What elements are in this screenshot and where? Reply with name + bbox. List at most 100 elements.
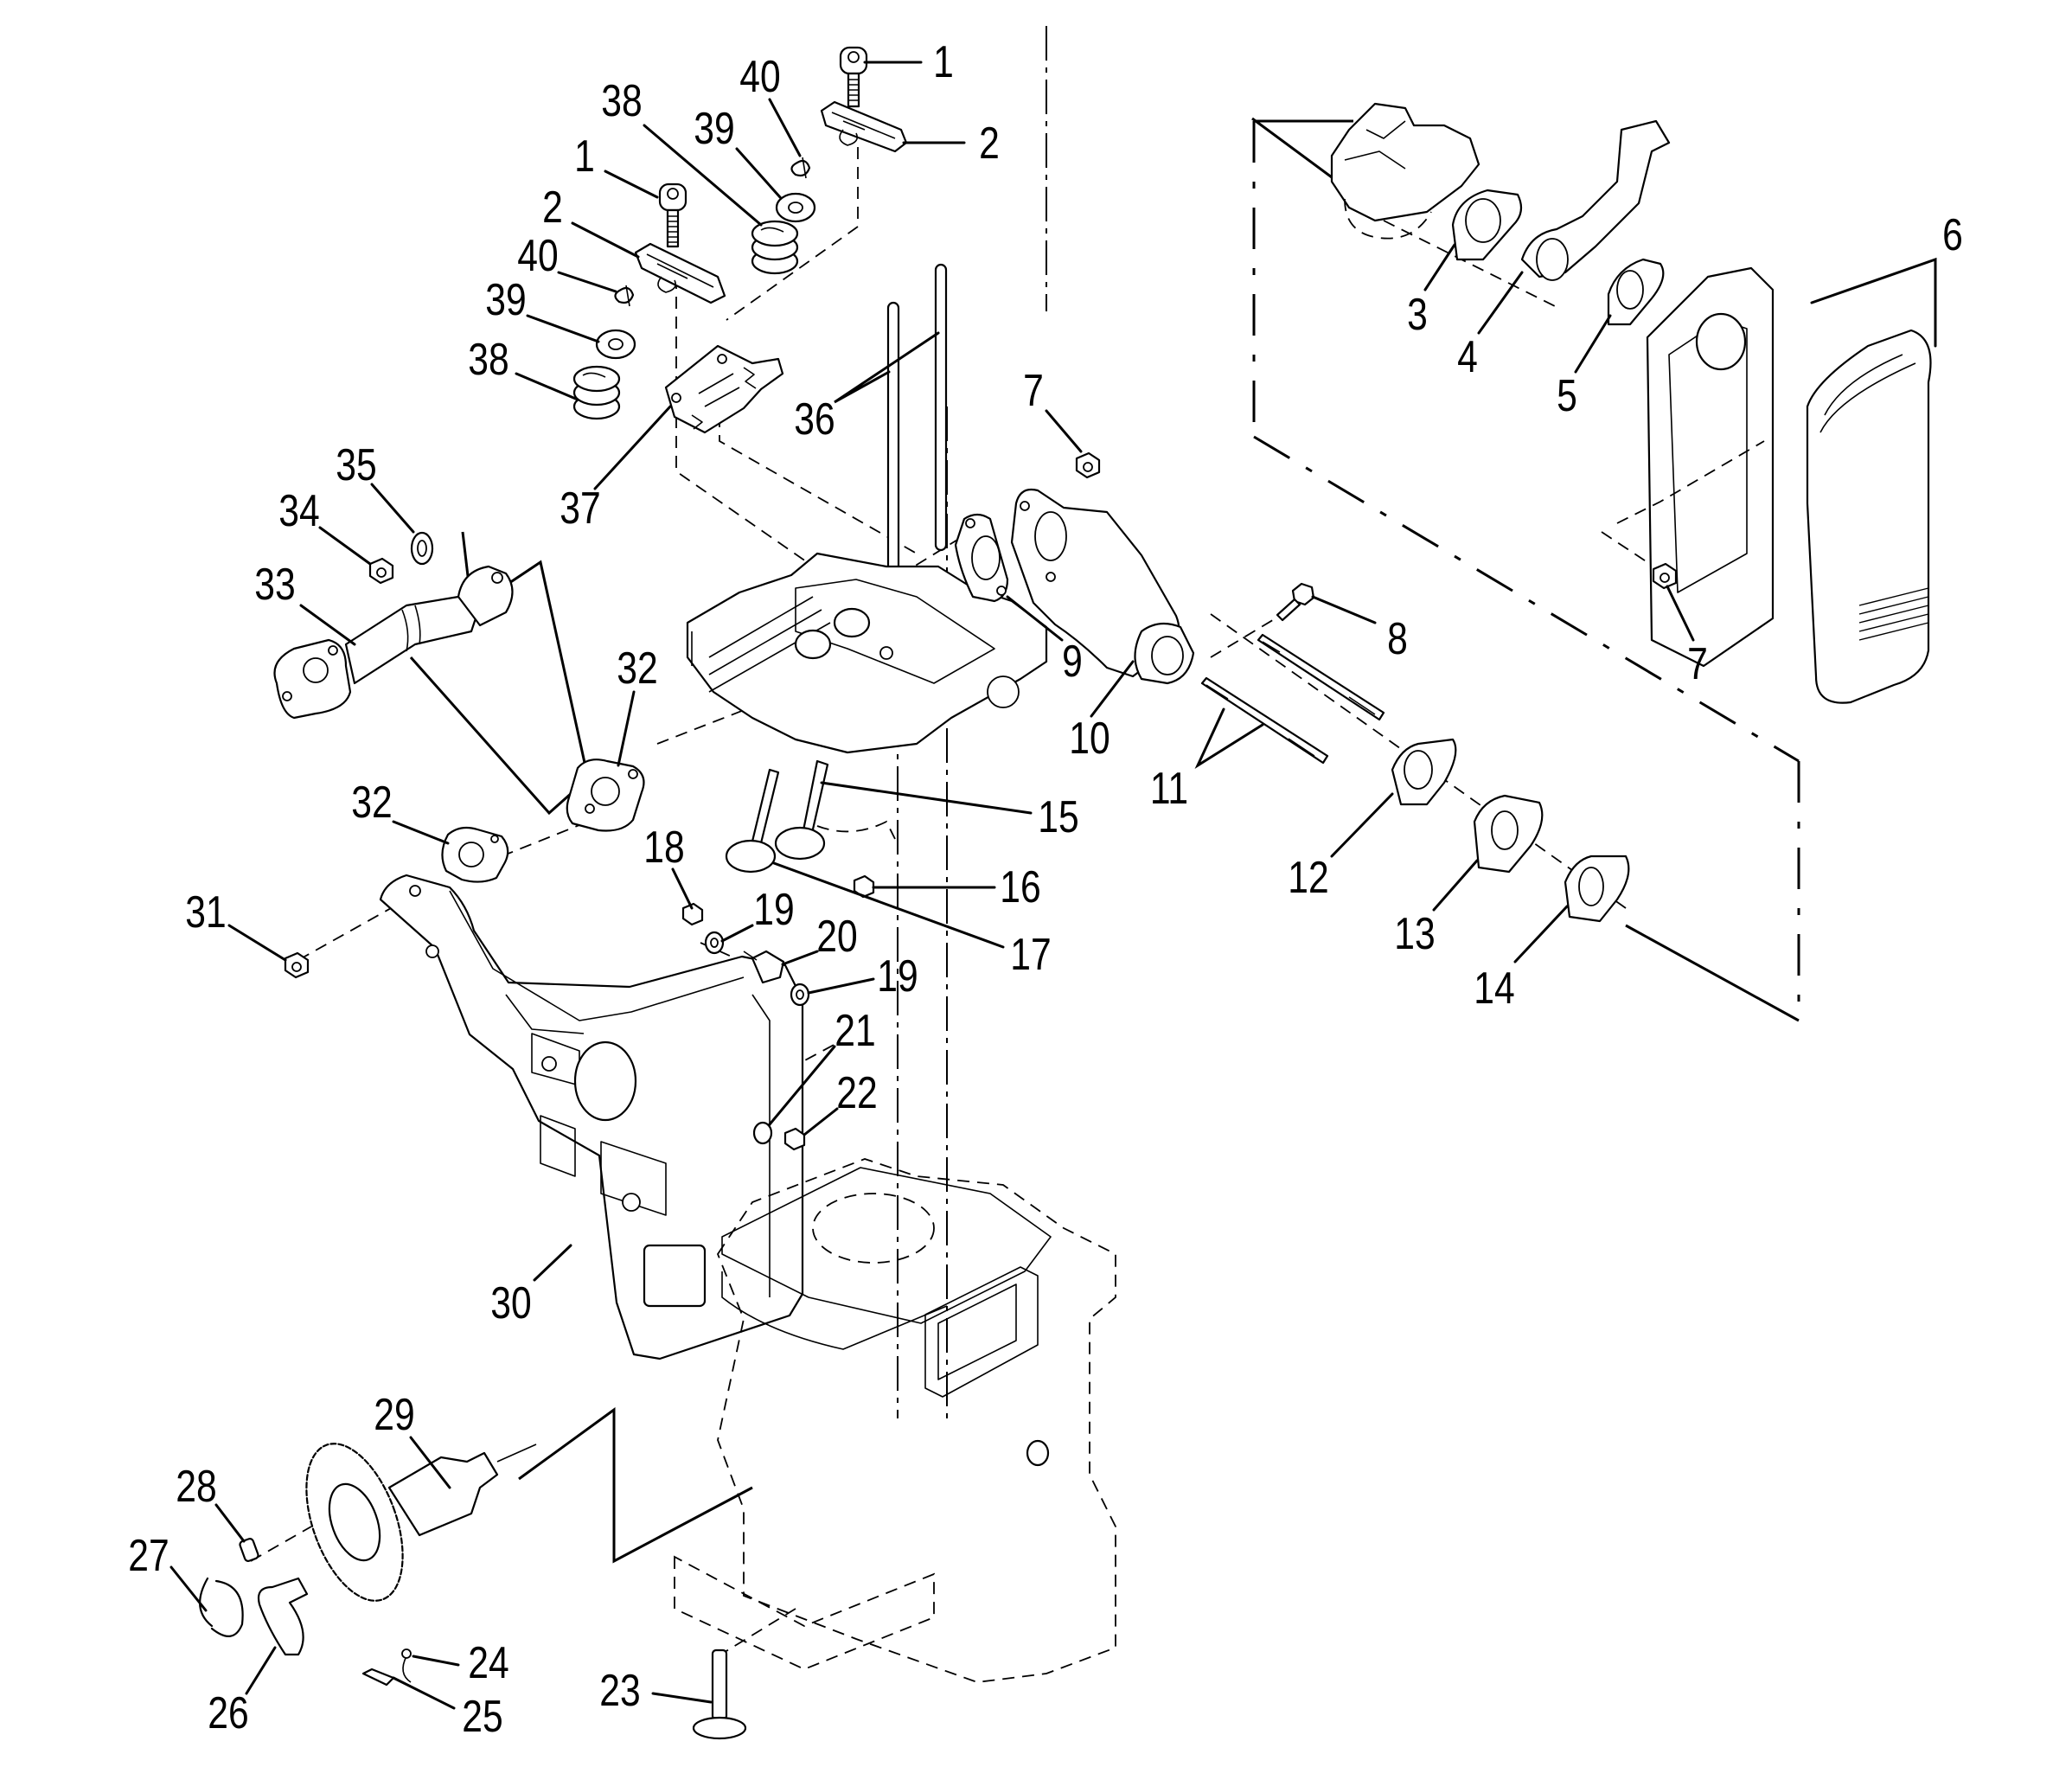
callout-31: 31 (185, 887, 226, 938)
leader-40b (557, 271, 617, 293)
leader-8 (1311, 595, 1377, 624)
muffler-part (379, 874, 804, 1360)
leader-29 (409, 1436, 451, 1489)
bracket-plate-part-4 (1520, 119, 1671, 281)
muffler-nut-guide-line (297, 899, 407, 961)
carburetor-part (1330, 102, 1480, 240)
callout-14: 14 (1474, 963, 1514, 1014)
cylinder-head-part (686, 552, 1048, 754)
callout-21: 21 (835, 1006, 875, 1056)
stud-bolts-part-11 (1200, 633, 1385, 765)
callout-6: 6 (1942, 210, 1963, 260)
intake-manifold-part-10 (1010, 488, 1195, 685)
leader-15 (820, 781, 1033, 815)
rocker-arm-part-upper (820, 100, 908, 153)
air-cleaner-base-part-6 (1616, 266, 1775, 668)
callout-28: 28 (176, 1462, 216, 1512)
stud-part-20 (743, 950, 785, 984)
callout-13: 13 (1394, 909, 1435, 959)
pin-part-28 (239, 1538, 259, 1562)
callout-16: 16 (1000, 862, 1040, 912)
callout-35: 35 (336, 440, 376, 490)
callout-5: 5 (1557, 371, 1577, 421)
valve-lifter-part-23 (692, 1648, 747, 1740)
nut-part-18 (681, 902, 704, 926)
leader-14 (1513, 905, 1569, 963)
callout-7a: 7 (1023, 366, 1044, 416)
callout-25: 25 (462, 1692, 502, 1742)
push-rod-guide-plate-part (664, 344, 784, 434)
leader-20 (781, 950, 819, 966)
callout-15: 15 (1038, 792, 1078, 842)
leader-28 (214, 1503, 246, 1543)
callout-33: 33 (254, 560, 295, 610)
leader-4 (1477, 271, 1524, 335)
leader-lines (169, 61, 1937, 1710)
leader-17 (772, 861, 1005, 949)
valve-spring-part-lower (572, 365, 621, 420)
screw-part-lower (658, 182, 687, 248)
spring-retainer-part-lower (595, 329, 636, 360)
leader-24 (412, 1655, 460, 1667)
flange-nut-part-7b (1652, 562, 1678, 590)
callout-19a: 19 (753, 885, 794, 935)
flange-nut-part-31 (284, 951, 310, 979)
washer-part-35 (410, 531, 434, 566)
valves-part (725, 759, 896, 899)
callout-24: 24 (468, 1638, 508, 1688)
callout-2a: 2 (979, 118, 1000, 169)
leader-37 (593, 405, 672, 490)
exhaust-gasket-part-upper (566, 759, 645, 832)
leader-2b (571, 221, 640, 259)
nut-part-34 (368, 557, 394, 585)
nut-part-22 (783, 1127, 806, 1151)
gasket-exhaust-guide-line (501, 821, 589, 857)
leader-33 (299, 604, 356, 646)
valve-spring-part-upper (751, 220, 799, 275)
leader-34 (318, 526, 372, 566)
rocker-arm-assembly-upper (751, 46, 908, 275)
callout-39b: 39 (485, 275, 526, 325)
spring-retainer-part-upper (775, 192, 816, 223)
leader-3 (1423, 243, 1456, 291)
nut-part-16 (853, 874, 875, 899)
rocker-arm-part-lower (634, 242, 726, 304)
spring-part-24 (401, 1648, 412, 1683)
leader-12 (1330, 792, 1394, 858)
callout-1a: 1 (933, 37, 954, 87)
callout-18: 18 (643, 823, 684, 873)
leader-18 (671, 867, 694, 910)
callout-38a: 38 (601, 76, 642, 126)
carburetor-bracket-corner (1251, 117, 1333, 179)
lifter-guide-line (717, 1608, 796, 1657)
callout-9: 9 (1062, 637, 1083, 687)
intake-side-parts (954, 451, 1630, 923)
callout-34: 34 (278, 486, 319, 536)
intake-stack-guide-line (1210, 613, 1627, 909)
leader-36 (834, 331, 940, 404)
leader-35 (370, 483, 415, 534)
valve-seat-outline (816, 820, 896, 840)
flange-nut-part-7a (1075, 451, 1101, 479)
callout-7b: 7 (1687, 639, 1708, 689)
camshaft-assembly (199, 1443, 747, 1740)
screw-part-upper (839, 46, 868, 108)
callout-30: 30 (490, 1278, 531, 1328)
callout-40a: 40 (739, 52, 780, 102)
leader-40a (768, 98, 802, 157)
callout-38b: 38 (468, 335, 508, 385)
washer-part-21 (752, 1121, 773, 1145)
carburetor-gasket-part-3 (1451, 189, 1523, 261)
callout-12: 12 (1288, 853, 1328, 903)
callout-26: 26 (208, 1688, 248, 1738)
callout-27: 27 (128, 1531, 169, 1581)
leader-32b (392, 820, 450, 845)
callout-40b: 40 (517, 231, 558, 281)
intake-gasket-part-9 (954, 513, 1009, 603)
leader-22 (803, 1107, 839, 1136)
intake-valve-part (774, 759, 829, 861)
decompressor-weight-part-26 (257, 1577, 309, 1656)
muffler-hardware (681, 902, 810, 1151)
camshaft-part-29 (305, 1443, 537, 1602)
